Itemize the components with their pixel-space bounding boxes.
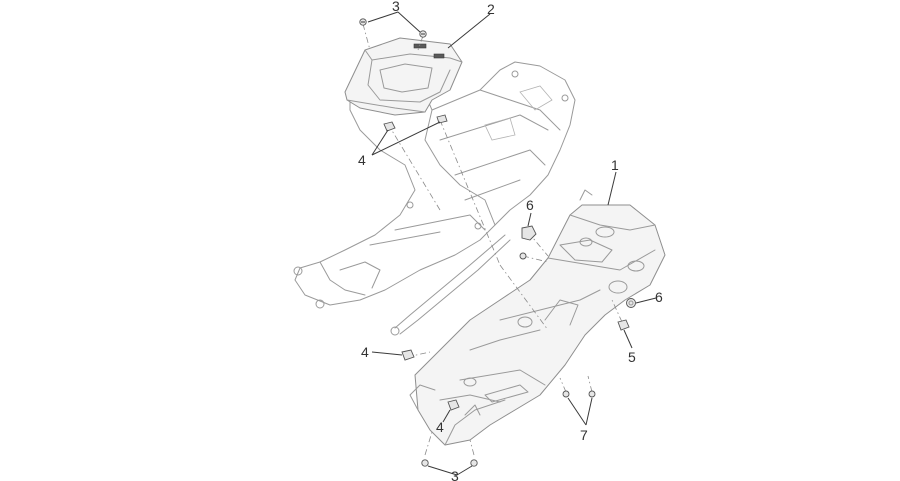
hardware (359, 18, 636, 467)
screw-top-right (419, 30, 427, 38)
assembly-lines (362, 23, 623, 456)
mudguard-part-1 (409, 189, 666, 446)
screw-bottom-right (470, 459, 478, 467)
screw-lower-b (588, 390, 596, 398)
clip-upper-left (383, 121, 396, 132)
clip-lower-left (401, 349, 415, 361)
callout-7: 7 (580, 427, 588, 443)
clip-right (617, 319, 630, 331)
callout-4-left: 4 (361, 344, 369, 360)
grommet-lower (626, 298, 636, 308)
callout-3-bottom: 3 (451, 468, 459, 481)
upper-cover-part-2 (344, 37, 463, 116)
callout-1: 1 (611, 157, 619, 173)
screw-mid-left (519, 252, 527, 260)
callout-6-right: 6 (655, 289, 663, 305)
callout-4-top: 4 (358, 152, 366, 168)
leader-lines (367, 11, 657, 476)
screw-bottom-left (421, 459, 429, 467)
callout-5: 5 (628, 349, 636, 365)
rear-frame (293, 61, 576, 336)
callout-3-top: 3 (392, 0, 400, 14)
screw-top-left (359, 18, 367, 26)
callout-labels: 1 2 3 3 4 4 4 5 6 6 7 (358, 0, 663, 481)
clip-lower-middle (447, 399, 460, 411)
grommet-upper (521, 225, 537, 241)
callout-2: 2 (487, 1, 495, 17)
callout-6-upper: 6 (526, 197, 534, 213)
callout-4-bottom: 4 (436, 419, 444, 435)
clip-upper-right (436, 114, 448, 124)
screw-lower-a (562, 390, 570, 398)
